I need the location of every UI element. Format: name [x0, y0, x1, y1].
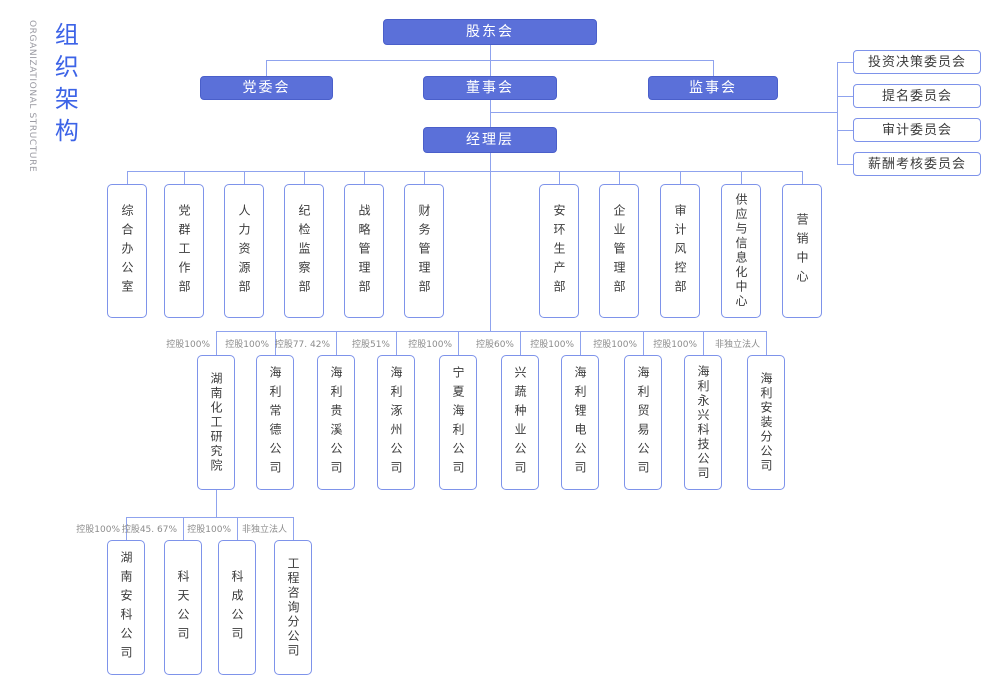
committee-box: 投资决策委员会: [853, 50, 981, 74]
connector-line: [643, 331, 644, 355]
box-shareholders-meeting: 股东会: [383, 19, 597, 45]
connector-line: [490, 100, 491, 127]
connector-line: [396, 331, 397, 355]
connector-line: [424, 171, 425, 184]
ownership-note: 控股77. 42%: [274, 340, 330, 350]
ownership-note: 控股100%: [653, 340, 697, 350]
department-box: 党群工作部: [164, 184, 204, 318]
connector-line: [216, 490, 217, 517]
connector-line: [837, 96, 853, 97]
connector-line: [126, 517, 127, 540]
connector-line: [458, 331, 459, 355]
connector-line: [126, 517, 293, 518]
connector-line: [837, 130, 853, 131]
connector-line: [713, 60, 714, 76]
subsidiary-box: 兴蔬种业公司: [501, 355, 539, 490]
connector-line: [837, 164, 853, 165]
subsidiary-box: 海利贸易公司: [624, 355, 662, 490]
department-box: 战略管理部: [344, 184, 384, 318]
connector-line: [802, 171, 803, 184]
research-subsidiary-box: 科成公司: [218, 540, 256, 675]
ownership-note: 控股51%: [351, 340, 390, 350]
committee-box: 提名委员会: [853, 84, 981, 108]
ownership-note: 控股100%: [166, 340, 210, 350]
ownership-note: 控股100%: [530, 340, 574, 350]
box-board-of-directors: 董事会: [423, 76, 557, 100]
connector-line: [837, 62, 838, 165]
connector-line: [837, 62, 853, 63]
department-box: 综合办公室: [107, 184, 147, 318]
connector-line: [183, 517, 184, 540]
connector-line: [127, 171, 802, 172]
subsidiary-box: 宁夏海利公司: [439, 355, 477, 490]
ownership-note: 控股100%: [225, 340, 269, 350]
connector-line: [216, 331, 217, 355]
subsidiary-box: 海利涿州公司: [377, 355, 415, 490]
connector-line: [266, 60, 267, 76]
box-supervisory-board: 监事会: [648, 76, 778, 100]
department-box: 人力资源部: [224, 184, 264, 318]
subsidiary-box: 海利安装分公司: [747, 355, 785, 490]
research-subsidiary-box: 工程咨询分公司: [274, 540, 312, 675]
subsidiary-box: 海利常德公司: [256, 355, 294, 490]
department-box: 营销中心: [782, 184, 822, 318]
ownership-note: 控股100%: [76, 525, 120, 535]
department-box: 审计风控部: [660, 184, 700, 318]
ownership-note: 控股60%: [475, 340, 514, 350]
connector-line: [619, 171, 620, 184]
ownership-note: 非独立法人: [714, 340, 760, 350]
ownership-note: 控股45. 67%: [121, 525, 177, 535]
connector-line: [520, 331, 521, 355]
research-subsidiary-box: 科天公司: [164, 540, 202, 675]
page-title: 组织架构: [50, 22, 79, 150]
connector-line: [336, 331, 337, 355]
department-box: 供应与信息化中心: [721, 184, 761, 318]
box-management-layer: 经理层: [423, 127, 557, 153]
connector-line: [490, 60, 491, 76]
subsidiary-box: 湖南化工研究院: [197, 355, 235, 490]
connector-line: [244, 171, 245, 184]
connector-line: [237, 517, 238, 540]
connector-line: [364, 171, 365, 184]
connector-line: [216, 331, 766, 332]
ownership-note: 控股100%: [187, 525, 231, 535]
connector-line: [304, 171, 305, 184]
ownership-note: 控股100%: [408, 340, 452, 350]
committee-box: 审计委员会: [853, 118, 981, 142]
connector-line: [766, 331, 767, 355]
connector-line: [184, 171, 185, 184]
box-party-committee: 党委会: [200, 76, 333, 100]
ownership-note: 非独立法人: [241, 525, 287, 535]
research-subsidiary-box: 湖南安科公司: [107, 540, 145, 675]
department-box: 安环生产部: [539, 184, 579, 318]
connector-line: [703, 331, 704, 355]
page-subtitle-en: ORGANIZATIONAL STRUCTURE: [27, 20, 37, 173]
connector-line: [490, 112, 837, 113]
connector-line: [490, 153, 491, 331]
subsidiary-box: 海利贵溪公司: [317, 355, 355, 490]
committee-box: 薪酬考核委员会: [853, 152, 981, 176]
department-box: 财务管理部: [404, 184, 444, 318]
connector-line: [680, 171, 681, 184]
department-box: 企业管理部: [599, 184, 639, 318]
connector-line: [490, 45, 491, 60]
connector-line: [559, 171, 560, 184]
subsidiary-box: 海利锂电公司: [561, 355, 599, 490]
department-box: 纪检监察部: [284, 184, 324, 318]
connector-line: [741, 171, 742, 184]
connector-line: [580, 331, 581, 355]
connector-line: [293, 517, 294, 540]
connector-line: [127, 171, 128, 184]
ownership-note: 控股100%: [593, 340, 637, 350]
subsidiary-box: 海利永兴科技公司: [684, 355, 722, 490]
connector-line: [275, 331, 276, 355]
